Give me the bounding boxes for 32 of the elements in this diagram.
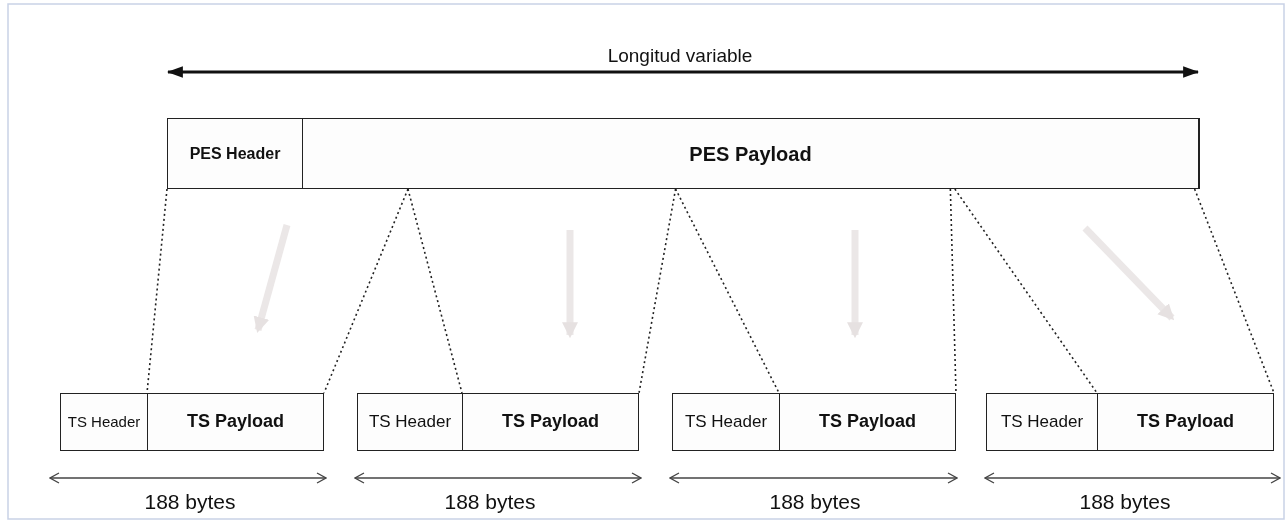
dotted-connector — [949, 188, 957, 394]
payload-box — [302, 118, 1200, 189]
header-box — [986, 393, 1098, 451]
box-label: TS Payload — [819, 411, 916, 433]
dotted-connector — [954, 188, 1098, 394]
payload-box — [462, 393, 639, 451]
box-label: TS Header — [368, 411, 452, 433]
box-label: TS Payload — [502, 411, 599, 433]
header-box — [672, 393, 780, 451]
dotted-connector — [323, 188, 409, 394]
header-box — [60, 393, 148, 451]
dotted-connector — [674, 188, 780, 394]
box-label: TS Header — [67, 413, 141, 431]
dotted-connector — [407, 188, 463, 394]
box-label: TS Header — [684, 411, 768, 433]
payload-box — [779, 393, 956, 451]
size-label: 188 bytes — [769, 490, 861, 514]
payload-box — [147, 393, 324, 451]
box-label: PES Payload — [689, 141, 812, 166]
box-label: TS Header — [1000, 411, 1084, 433]
header-box — [167, 118, 305, 189]
box-label: TS Payload — [1137, 411, 1234, 433]
dotted-connector — [1193, 188, 1275, 394]
dotted-connector — [638, 188, 677, 394]
size-label: 188 bytes — [144, 490, 236, 514]
size-label: 188 bytes — [1079, 490, 1171, 514]
header-box — [357, 393, 463, 451]
payload-box — [1097, 393, 1274, 451]
box-label: PES Header — [189, 143, 281, 164]
box-label: TS Payload — [187, 411, 284, 433]
size-label: 188 bytes — [444, 490, 536, 514]
length-label: Longitud variable — [607, 45, 753, 67]
